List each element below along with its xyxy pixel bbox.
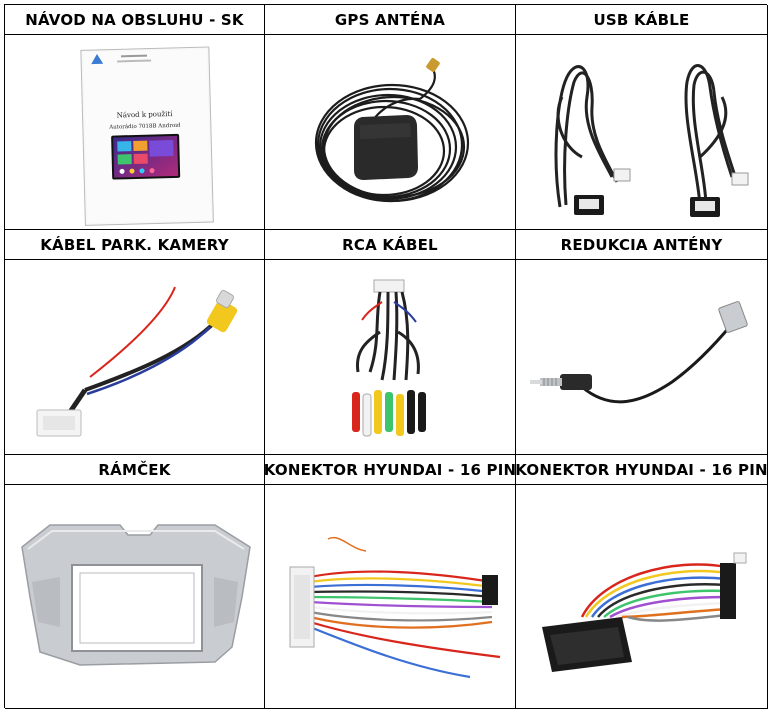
cell-image-usb [516, 35, 768, 230]
header-label: NÁVOD NA OBSLUHU - SK [25, 10, 244, 29]
hyundai-connector-icon [541, 552, 746, 672]
gps-antenna-icon [314, 58, 470, 203]
antenna-adapter-icon [529, 301, 748, 404]
cell-image-antenna-adapter [516, 260, 768, 455]
cell-image-hyundai-2 [516, 485, 768, 709]
header-label: KÁBEL PARK. KAMERY [40, 235, 229, 254]
hyundai-connector-icon [289, 536, 501, 678]
cell-header-frame: RÁMČEK [5, 455, 265, 485]
cell-image-gps [265, 35, 516, 230]
cell-header-usb: USB KÁBLE [516, 5, 768, 35]
manual-subtitle: Autorádio 7018B Android [108, 122, 181, 131]
frame-icon [20, 523, 251, 666]
header-label: KONEKTOR HYUNDAI - 16 PIN [516, 460, 768, 479]
accessories-table: NÁVOD NA OBSLUHU - SK GPS ANTÉNA USB KÁB… [4, 4, 768, 709]
cell-image-manual: Návod k použití Autorádio 7018B Android [5, 35, 265, 230]
header-label: USB KÁBLE [593, 10, 690, 29]
rca-cable-icon [352, 279, 426, 437]
header-label: GPS ANTÉNA [334, 10, 446, 29]
cell-header-camera-cable: KÁBEL PARK. KAMERY [5, 230, 265, 260]
header-label: RÁMČEK [98, 460, 171, 479]
cell-image-rca [265, 260, 516, 455]
manual-icon: Návod k použití Autorádio 7018B Android [79, 46, 214, 226]
cell-image-frame [5, 485, 265, 709]
parking-camera-cable-icon [36, 286, 237, 437]
header-label: KONEKTOR HYUNDAI - 16 PIN [265, 460, 516, 479]
manual-title: Návod k použití [116, 110, 173, 119]
cell-image-camera-cable [5, 260, 265, 455]
cell-header-antenna-adapter: REDUKCIA ANTÉNY [516, 230, 768, 260]
cell-header-manual: NÁVOD NA OBSLUHU - SK [5, 5, 265, 35]
cell-header-rca: RCA KÁBEL [265, 230, 516, 260]
cell-image-hyundai-1 [265, 485, 516, 709]
header-label: REDUKCIA ANTÉNY [560, 235, 723, 254]
header-label: RCA KÁBEL [342, 235, 438, 254]
cell-header-hyundai-2: KONEKTOR HYUNDAI - 16 PIN [516, 455, 768, 485]
usb-cables-icon [554, 64, 748, 217]
cell-header-gps: GPS ANTÉNA [265, 5, 516, 35]
cell-header-hyundai-1: KONEKTOR HYUNDAI - 16 PIN [265, 455, 516, 485]
